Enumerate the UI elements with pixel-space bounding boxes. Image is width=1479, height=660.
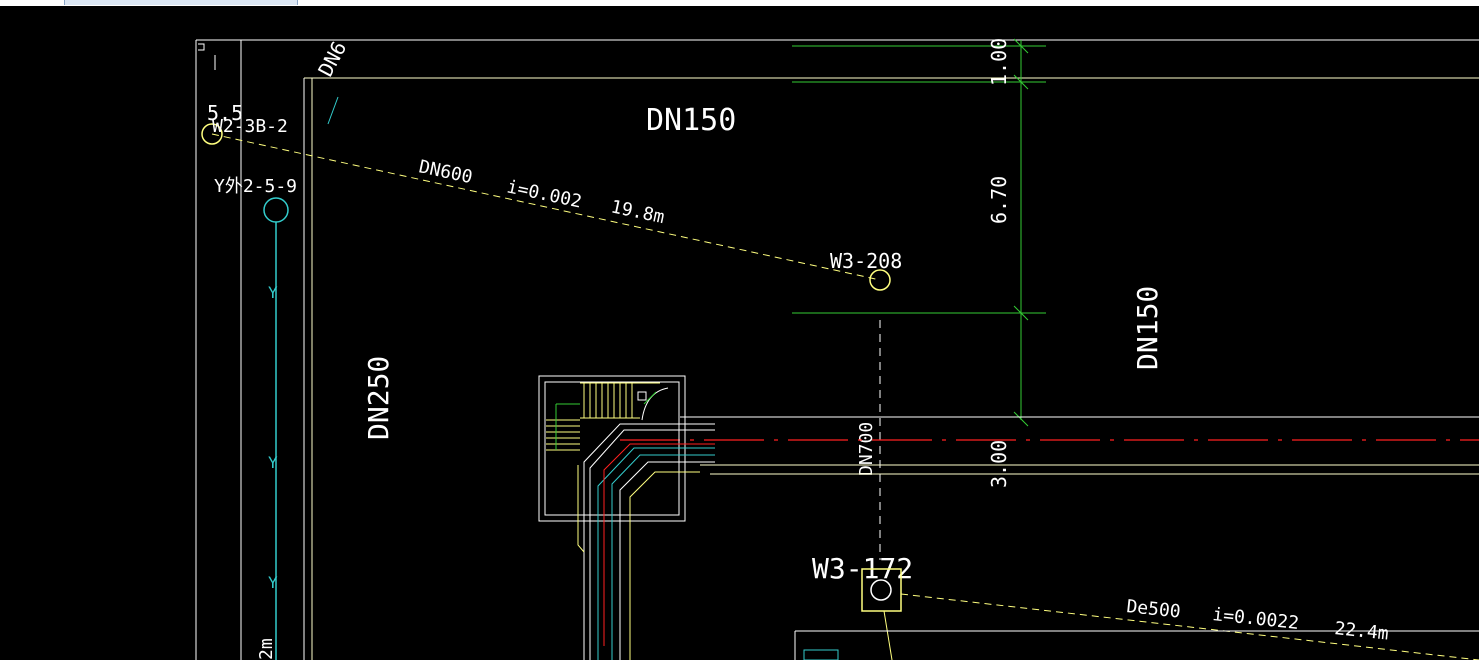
stair-green-arrow <box>643 391 657 405</box>
dimension-value-bottom: 3.00 <box>987 440 1011 488</box>
vertical-pipe-size: DN700 <box>856 422 877 476</box>
dimension-tick <box>1013 38 1029 54</box>
dimension-value-top: 1.00 <box>987 38 1011 86</box>
main-pipe-slope: i=0.002 <box>505 176 584 212</box>
lower-pipe-size: De500 <box>1125 596 1181 623</box>
outlet-pipe <box>883 610 893 660</box>
wall-lines <box>577 423 715 660</box>
sewer-well-circle[interactable] <box>870 579 892 601</box>
pipe-label-left: DN250 <box>362 356 395 440</box>
dimension-tick <box>1013 305 1029 321</box>
main-sewer-pipe[interactable] <box>211 133 881 281</box>
dimension-value-mid: 6.70 <box>987 176 1011 224</box>
rain-pipe-marker: Y <box>268 573 278 592</box>
lower-sewer-pipe[interactable] <box>900 593 1479 660</box>
edge-tag: 2m <box>256 638 277 660</box>
main-pipe-size: DN600 <box>417 156 474 188</box>
stair-treads-lower <box>546 419 580 451</box>
rain-pipe-marker: Y <box>268 453 278 472</box>
well-label-left-y: Y外2-5-9 <box>214 176 297 197</box>
dimension-tick <box>1013 411 1029 427</box>
inspection-well-box[interactable] <box>861 568 902 612</box>
sewer-well-circle[interactable] <box>201 123 223 145</box>
leader-line <box>327 96 339 125</box>
rain-pipe-marker: Y <box>268 283 278 302</box>
rain-well-circle[interactable] <box>263 197 289 223</box>
pipe-label-diag: DN6 <box>313 37 351 80</box>
well-label-left-top: W2-3B-2 <box>212 116 288 137</box>
lower-pipe-slope: i=0.0022 <box>1211 604 1299 634</box>
pipe-label-top: DN150 <box>646 103 736 138</box>
window-top-bar <box>0 0 1479 6</box>
dimension-tick <box>1013 74 1029 90</box>
corner-marker <box>198 43 205 51</box>
top-left-tag: 5.5 <box>207 101 243 125</box>
document-tab[interactable] <box>64 0 298 5</box>
pipe-label-right: DN150 <box>1131 286 1164 370</box>
stair-treads <box>580 382 660 419</box>
cad-drawing-canvas[interactable]: 5.5 Y Y Y W2-3B-2 Y外2-5-9 DN6 DN600 i=0.… <box>0 6 1479 660</box>
well-label-mid: W3-208 <box>830 249 902 273</box>
stair-symbol <box>637 391 647 401</box>
sewer-well-circle[interactable] <box>869 269 891 291</box>
main-pipe-length: 19.8m <box>609 196 666 228</box>
small-box <box>803 649 839 660</box>
